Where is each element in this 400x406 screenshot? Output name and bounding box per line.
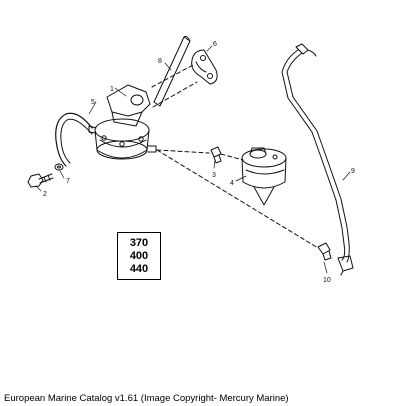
washer [54,163,64,171]
assembly-lines [151,63,319,249]
callout-9: 9 [351,168,355,175]
callout-8: 8 [158,58,162,65]
connector [317,242,332,261]
callout-7: 7 [66,178,70,185]
model-applicability-box: 370 400 440 [117,232,161,280]
fitting [210,146,222,164]
fuel-hose [55,112,93,167]
model-label: 400 [129,249,149,262]
image-caption: European Marine Catalog v1.61 (Image Cop… [4,393,289,404]
callout-5: 5 [91,99,95,106]
fuel-line [281,43,354,276]
callout-6: 6 [213,41,217,48]
gasket [191,49,218,85]
callout-4: 4 [230,180,234,187]
callout-3: 3 [212,172,216,179]
callout-2: 2 [43,191,47,198]
fuel-filter [241,147,287,206]
vent-tube [153,36,191,107]
parts-diagram: 1 5 6 8 2 7 3 4 9 10 [27,36,355,284]
callout-10: 10 [323,277,331,284]
model-label: 370 [129,236,149,249]
callout-1: 1 [110,86,114,93]
leader-lines [35,45,351,274]
fuel-pump [88,84,157,160]
bolt [27,173,54,188]
model-label: 440 [129,262,149,275]
